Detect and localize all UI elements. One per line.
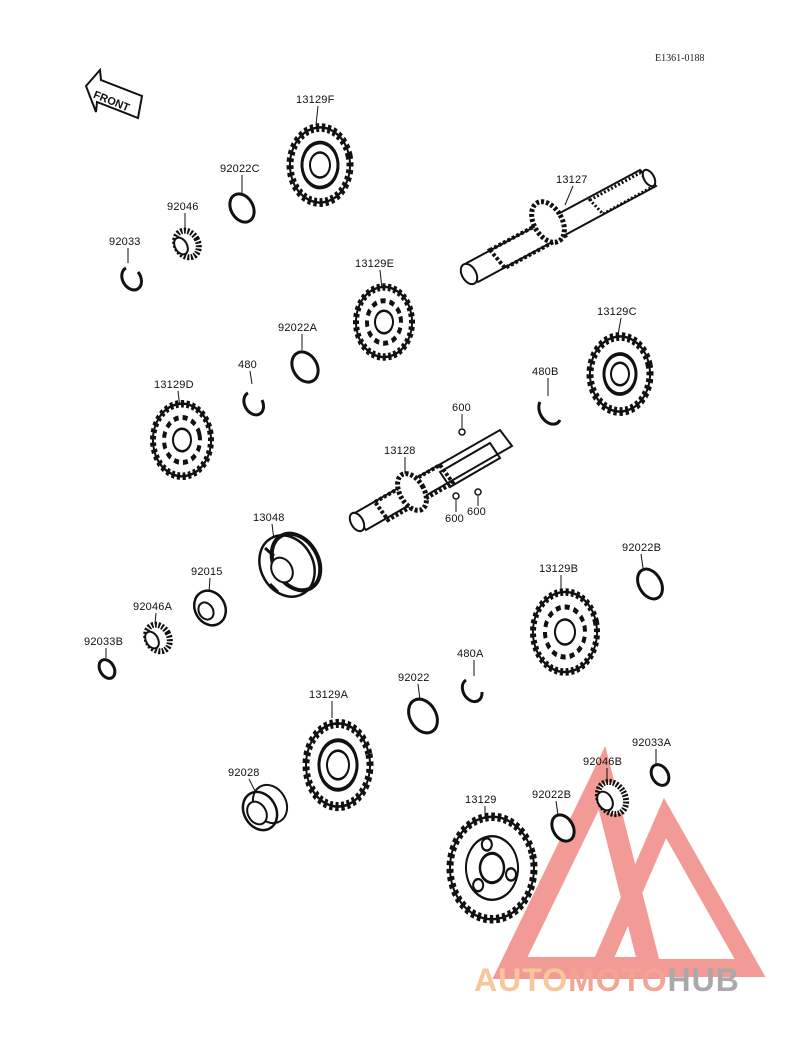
bearing-92046A — [143, 621, 173, 655]
gear-13129B — [530, 588, 600, 676]
gear-13129 — [446, 812, 538, 924]
label-92022A: 92022A — [278, 322, 318, 334]
diagram-code: E1361-0188 — [655, 53, 705, 64]
label-92015: 92015 — [191, 566, 223, 578]
label-600-right: 600 — [467, 506, 486, 518]
label-13129A: 13129A — [309, 689, 349, 701]
label-92022C: 92022C — [220, 163, 260, 175]
circlip-480 — [242, 391, 265, 417]
label-13129B: 13129B — [539, 563, 579, 575]
label-13129F: 13129F — [296, 94, 335, 106]
label-600-left: 600 — [445, 513, 464, 525]
label-92022: 92022 — [398, 672, 430, 684]
watermark-part-auto: AUTO — [474, 962, 569, 998]
ball-600 — [452, 428, 482, 500]
washer-92022A — [290, 350, 320, 384]
circlip-480A — [460, 678, 484, 704]
gear-13129D — [150, 400, 214, 480]
label-13129C: 13129C — [597, 306, 637, 318]
bearing-92046 — [172, 227, 202, 261]
watermark-text: AUTOMOTOHUB — [474, 962, 740, 999]
circlip-92033B — [97, 658, 117, 680]
label-13127: 13127 — [556, 174, 588, 186]
label-92033B: 92033B — [84, 636, 124, 648]
label-13128: 13128 — [384, 445, 416, 457]
label-92028: 92028 — [228, 767, 260, 779]
label-92033: 92033 — [109, 236, 141, 248]
label-92022B-upper: 92022B — [622, 542, 662, 554]
label-92046A: 92046A — [133, 601, 173, 613]
label-480A: 480A — [457, 648, 484, 660]
label-92046: 92046 — [167, 201, 199, 213]
circlip-480B — [537, 401, 562, 426]
collar-92028 — [241, 783, 289, 832]
washer-92022 — [407, 697, 439, 735]
shaft-13127 — [459, 168, 658, 286]
gear-13129C — [583, 328, 656, 420]
washer-92022B-lower — [550, 813, 576, 843]
gear-13129F — [283, 119, 356, 211]
label-480: 480 — [238, 359, 257, 371]
label-92046B: 92046B — [583, 756, 623, 768]
label-480B: 480B — [532, 366, 559, 378]
bearing-92046B — [594, 778, 630, 818]
watermark-logo — [492, 746, 766, 979]
label-13129: 13129 — [465, 794, 497, 806]
gear-13129E — [353, 283, 415, 361]
label-92033A: 92033A — [632, 737, 672, 749]
circlip-92033 — [120, 266, 143, 292]
label-600-upper: 600 — [452, 402, 471, 414]
watermark-part-hub: HUB — [667, 962, 740, 998]
shaft-13128 — [348, 428, 514, 533]
label-13129E: 13129E — [355, 258, 395, 270]
watermark-part-moto: MOTO — [568, 962, 668, 998]
gear-13129A — [302, 718, 374, 812]
hub-13048 — [258, 531, 323, 598]
label-13048: 13048 — [253, 512, 285, 524]
circlip-92033A — [649, 763, 671, 787]
nut-92015 — [192, 589, 228, 627]
label-92022B-lower: 92022B — [532, 789, 572, 801]
label-13129D: 13129D — [154, 379, 194, 391]
washer-92022B-upper — [636, 567, 664, 601]
front-arrow-icon — [84, 67, 144, 120]
washer-92022C — [228, 192, 256, 224]
